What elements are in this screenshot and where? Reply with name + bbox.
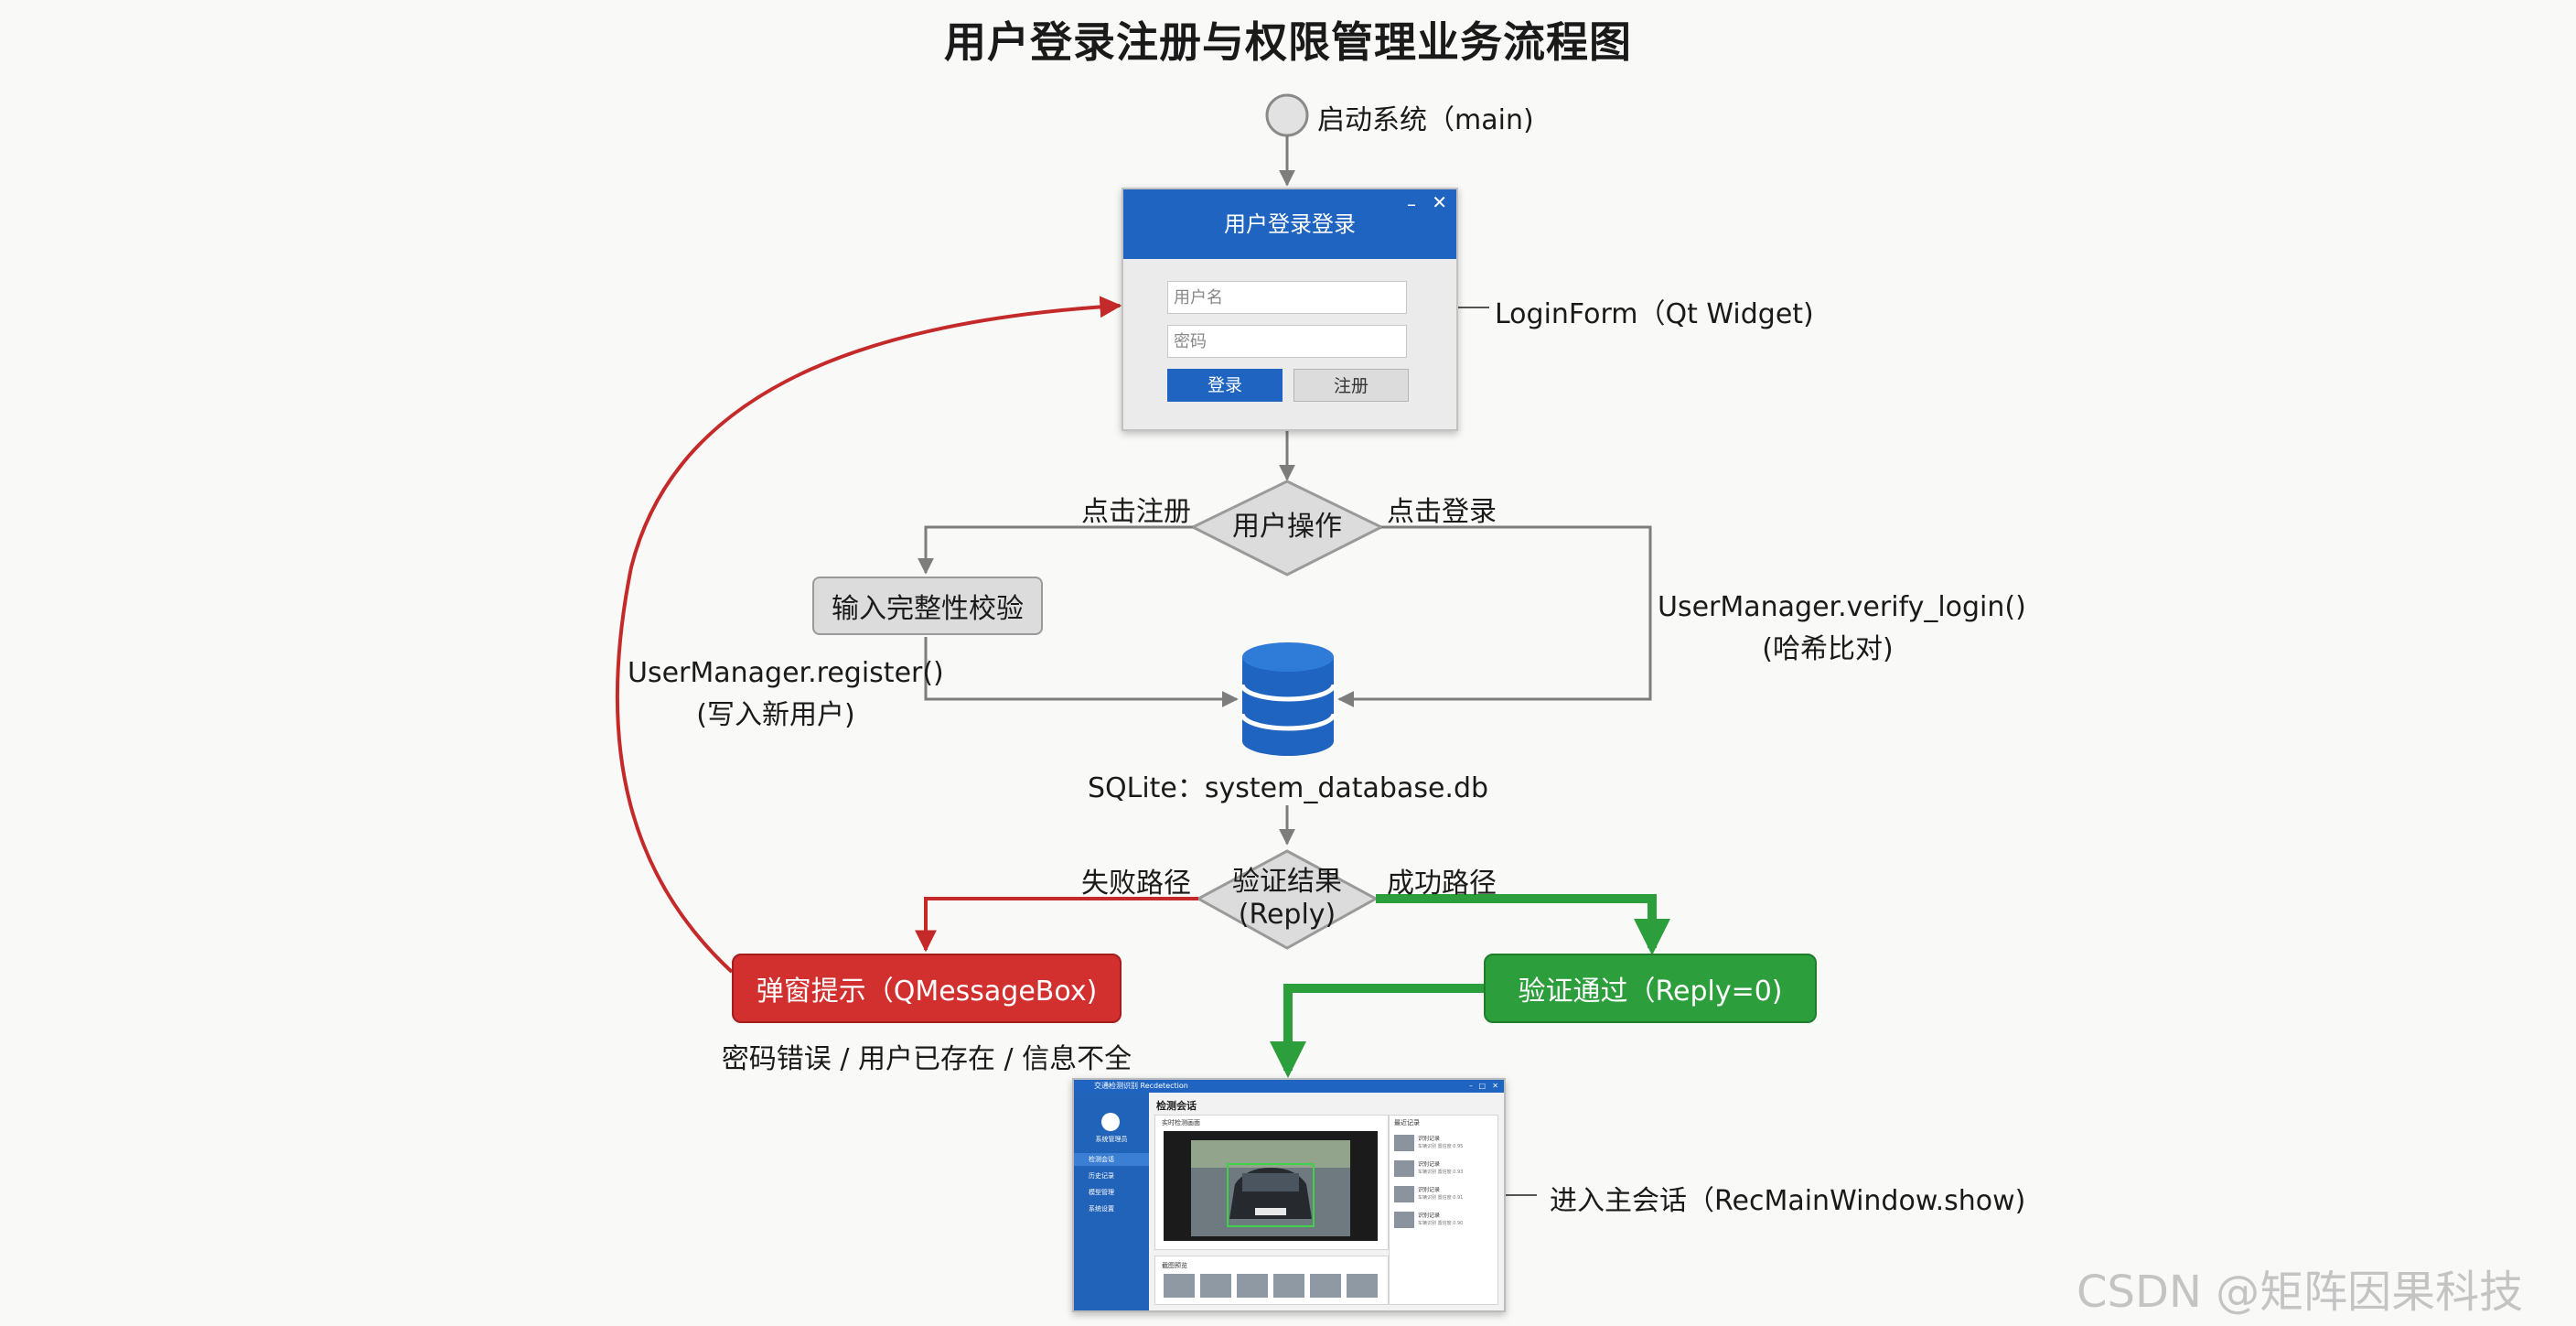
- snapshot-thumb[interactable]: [1164, 1274, 1195, 1298]
- main-close-icon[interactable]: ✕: [1492, 1082, 1498, 1090]
- main-window-app-title: 交通检测识别 Recdetection: [1094, 1082, 1188, 1090]
- record-item[interactable]: 识别记录 车辆识别 置信度 0.93: [1394, 1159, 1491, 1180]
- start-label: 启动系统（main): [1317, 104, 1534, 136]
- record-title: 识别记录: [1418, 1213, 1441, 1219]
- record-title: 识别记录: [1418, 1161, 1441, 1168]
- result-label-line1: 验证结果: [1232, 866, 1342, 898]
- error-popup-note: 密码错误 / 用户已存在 / 信息不全: [721, 1043, 1132, 1075]
- sidebar-user-label: 系统管理员: [1095, 1136, 1128, 1143]
- success-box: 验证通过（Reply=0): [1484, 954, 1817, 1023]
- main-page-title: 检测会话: [1156, 1100, 1197, 1112]
- main-window-titlebar: 交通检测识别 Recdetection – □ ✕: [1074, 1080, 1504, 1093]
- validation-box: 输入完整性校验: [812, 577, 1043, 635]
- record-thumb: [1394, 1212, 1414, 1228]
- thumbs-panel-title: 截图预览: [1162, 1262, 1187, 1269]
- record-sub: 车辆识别 置信度 0.90: [1418, 1221, 1464, 1226]
- password-input[interactable]: 密码: [1167, 325, 1407, 358]
- snapshot-thumb[interactable]: [1347, 1274, 1378, 1298]
- record-thumb: [1394, 1186, 1414, 1202]
- login-window-header: 用户登录登录 – ✕: [1123, 189, 1456, 259]
- register-call-line2: (写入新用户): [696, 699, 855, 731]
- snapshot-thumb[interactable]: [1273, 1274, 1304, 1298]
- sidebar-item-models[interactable]: 模型管理: [1089, 1189, 1114, 1196]
- close-icon[interactable]: ✕: [1432, 191, 1447, 213]
- record-title: 识别记录: [1418, 1187, 1441, 1193]
- record-sub: 车辆识别 置信度 0.95: [1418, 1144, 1464, 1149]
- username-input[interactable]: 用户名: [1167, 281, 1407, 314]
- login-branch-label: 点击登录: [1387, 496, 1497, 528]
- connector-retry-curve: [615, 296, 1122, 974]
- user-action-label: 用户操作: [1232, 511, 1342, 543]
- verify-call-line1: UserManager.verify_login(): [1658, 591, 2026, 623]
- start-node: [1265, 93, 1309, 137]
- record-sub: 车辆识别 置信度 0.93: [1418, 1170, 1464, 1175]
- sidebar-item-history[interactable]: 历史记录: [1089, 1172, 1114, 1180]
- video-panel-title: 实时检测画面: [1162, 1119, 1200, 1127]
- success-branch-label: 成功路径: [1387, 868, 1497, 900]
- connector-success-main: [1270, 984, 1484, 1078]
- connector-fail-path: [915, 897, 1198, 953]
- database-icon: [1240, 642, 1336, 756]
- main-window-annotation: 进入主会话（RecMainWindow.show): [1550, 1185, 2026, 1217]
- record-sub: 车辆识别 置信度 0.91: [1418, 1195, 1464, 1201]
- result-diamond: [1195, 849, 1379, 950]
- snapshot-thumb[interactable]: [1237, 1274, 1268, 1298]
- sidebar-item-settings[interactable]: 系统设置: [1089, 1205, 1114, 1213]
- fail-branch-label: 失败路径: [1081, 868, 1191, 900]
- login-window-title: 用户登录登录: [1224, 211, 1356, 237]
- record-title: 识别记录: [1418, 1136, 1441, 1142]
- connector-success-path: [1376, 894, 1670, 955]
- watermark: CSDN @矩阵因果科技: [2077, 1267, 2524, 1318]
- record-item[interactable]: 识别记录 车辆识别 置信度 0.91: [1394, 1184, 1491, 1206]
- record-item[interactable]: 识别记录 车辆识别 置信度 0.95: [1394, 1133, 1491, 1155]
- connector-register-branch: [918, 525, 1193, 575]
- record-thumb: [1394, 1160, 1414, 1177]
- snapshot-thumb[interactable]: [1200, 1274, 1231, 1298]
- main-minimize-icon[interactable]: –: [1469, 1082, 1473, 1090]
- verify-call-line2: (哈希比对): [1762, 633, 1894, 665]
- register-call-line1: UserManager.register(): [628, 657, 944, 689]
- record-item[interactable]: 识别记录 车辆识别 置信度 0.90: [1394, 1210, 1491, 1232]
- user-action-diamond: [1189, 480, 1385, 577]
- connector-validation-db: [924, 637, 1239, 707]
- page-title: 用户登录注册与权限管理业务流程图: [944, 17, 1632, 67]
- result-label-line2: (Reply): [1238, 899, 1336, 931]
- sidebar-item-session[interactable]: 检测会话: [1074, 1153, 1149, 1166]
- register-branch-label: 点击注册: [1081, 496, 1191, 528]
- database-label: SQLite：system_database.db: [1087, 772, 1489, 804]
- detection-video: [1164, 1131, 1378, 1241]
- main-maximize-icon[interactable]: □: [1478, 1082, 1486, 1090]
- record-thumb: [1394, 1135, 1414, 1151]
- connector-login-branch: [1337, 525, 1652, 707]
- main-window-mockup: 交通检测识别 Recdetection – □ ✕ 系统管理员 检测会话 历史记…: [1072, 1078, 1506, 1312]
- register-button[interactable]: 注册: [1293, 369, 1409, 402]
- login-form-window: 用户登录登录 – ✕ 用户名 密码 登录 注册: [1122, 188, 1458, 431]
- records-panel-title: 最近记录: [1394, 1119, 1420, 1127]
- minimize-icon[interactable]: –: [1407, 193, 1416, 215]
- loginform-annotation: LoginForm（Qt Widget): [1495, 298, 1814, 330]
- login-button[interactable]: 登录: [1167, 369, 1283, 402]
- main-sidebar: 系统管理员 检测会话 历史记录 模型管理 系统设置: [1074, 1093, 1149, 1310]
- snapshot-thumb[interactable]: [1310, 1274, 1341, 1298]
- avatar: [1101, 1113, 1120, 1131]
- error-popup-box: 弹窗提示（QMessageBox): [732, 954, 1122, 1023]
